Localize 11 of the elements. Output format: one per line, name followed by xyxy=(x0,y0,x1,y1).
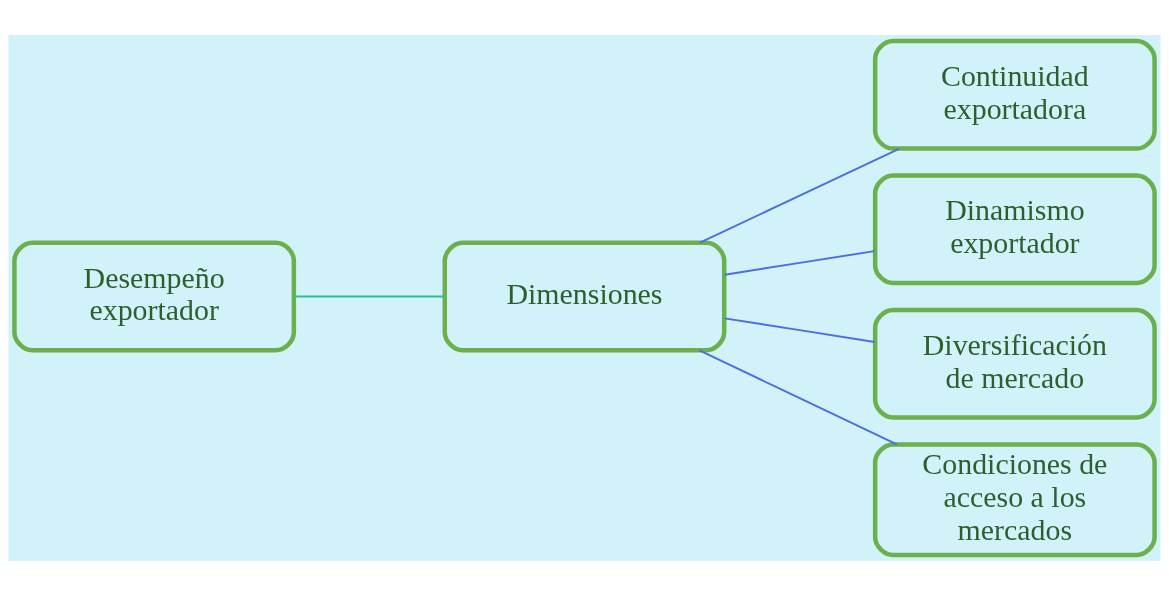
connector xyxy=(723,317,876,343)
node-box: Condiciones de acceso a los mercados xyxy=(872,442,1157,558)
connector xyxy=(723,250,876,276)
connector xyxy=(698,349,898,446)
connector xyxy=(699,147,900,244)
node-box: Diversificación de mercado xyxy=(872,307,1157,420)
node-box: Dimensiones xyxy=(442,240,727,353)
node-box: Continuidad exportadora xyxy=(872,38,1157,151)
node-box: Desempeño exportador xyxy=(12,240,297,353)
node-box: Dinamismo exportador xyxy=(872,173,1157,286)
connector xyxy=(293,295,446,298)
